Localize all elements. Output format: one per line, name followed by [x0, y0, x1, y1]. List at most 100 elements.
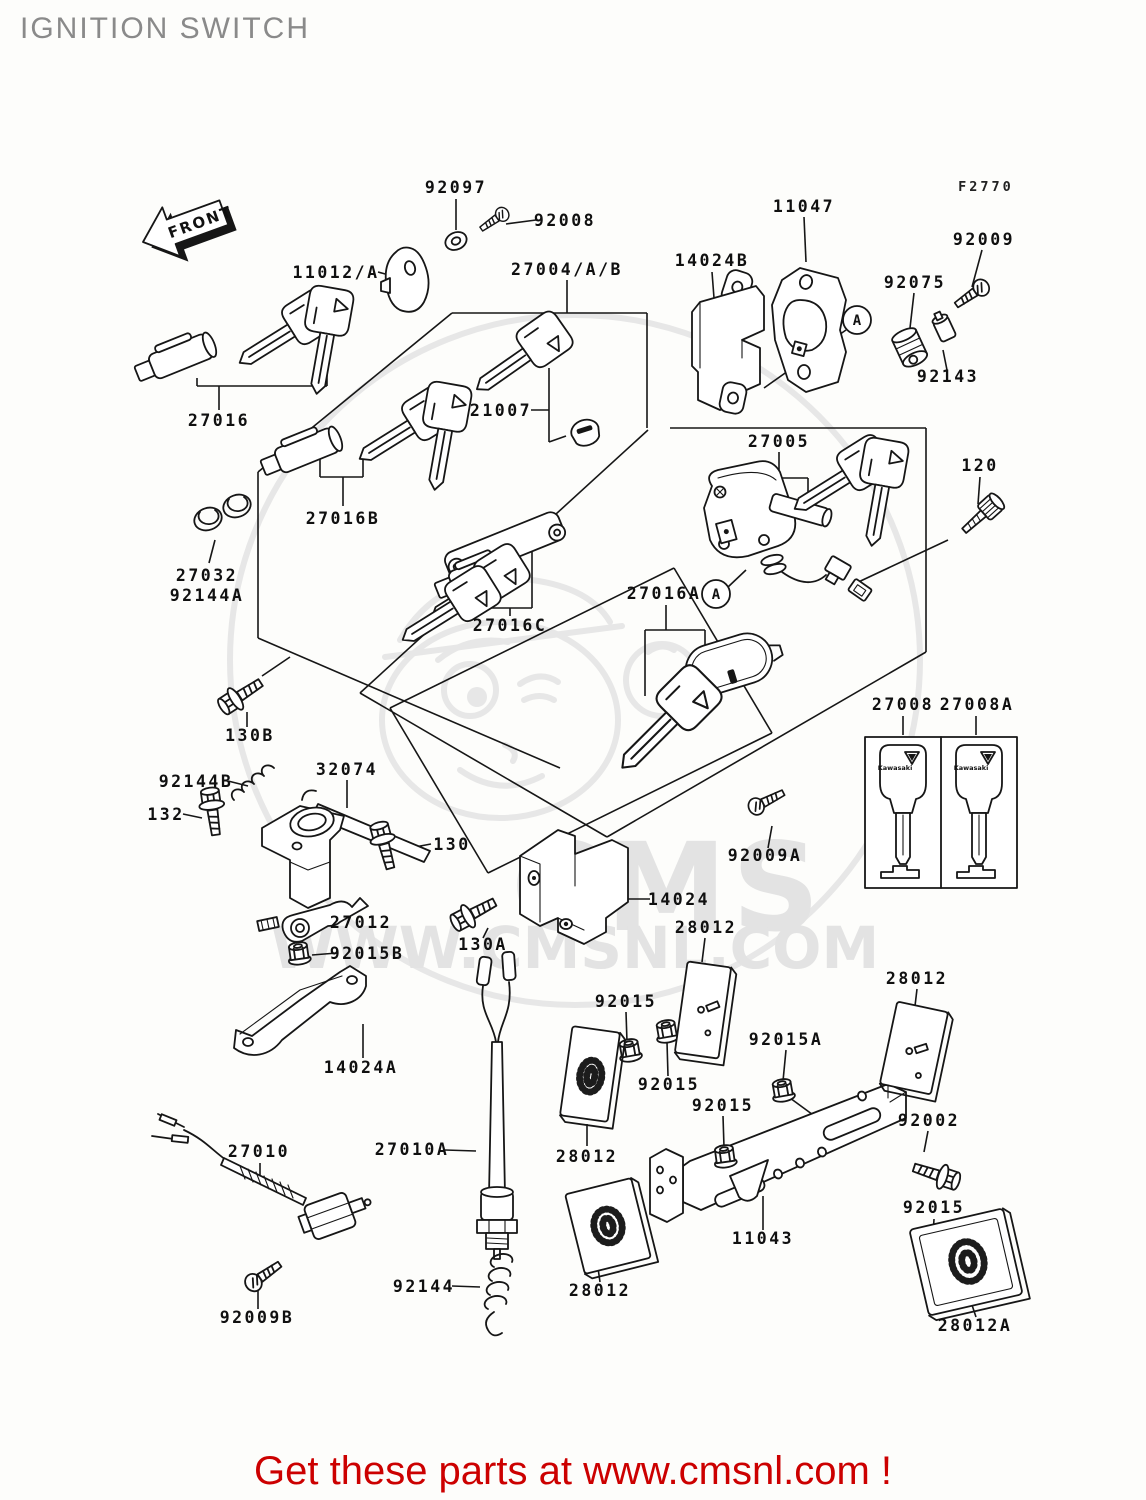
watermark-ring	[227, 312, 923, 1008]
leader-line	[923, 1130, 929, 1153]
part-27016a-art	[601, 632, 784, 785]
part-27005-art	[703, 430, 911, 602]
part-number-label: 92015B	[330, 944, 405, 963]
part-92015-art	[711, 1142, 739, 1170]
part-number-label: 27008	[872, 695, 934, 714]
leader-line	[942, 349, 948, 371]
part-number-label: 92015	[692, 1096, 754, 1115]
footer-banner: Get these parts at www.cmsnl.com !	[254, 1449, 892, 1493]
part-number-label: 92144A	[170, 586, 245, 605]
part-92002-art	[909, 1154, 964, 1195]
part-number-label: 27012	[330, 913, 392, 932]
part-number-label: 132	[147, 805, 184, 824]
part-number-label: 11043	[732, 1229, 794, 1248]
part-number-label: 14024A	[324, 1058, 399, 1077]
part-number-label: 92015	[903, 1198, 965, 1217]
part-number-label: 27008A	[940, 695, 1015, 714]
leader-line	[767, 825, 773, 849]
part-92075-art	[891, 327, 929, 368]
part-number-label: 92144	[393, 1277, 455, 1296]
part-92015-art	[616, 1036, 644, 1065]
part-number-label: 27016B	[306, 509, 381, 528]
part-number-label: 92009A	[728, 846, 803, 865]
key-blank-27008: Kawasaki	[878, 744, 927, 879]
part-11012-art	[380, 246, 430, 313]
part-92143-art	[931, 310, 957, 343]
leader-line	[182, 813, 203, 819]
part-27010-art	[151, 1113, 372, 1240]
part-28012a-art	[909, 1207, 1031, 1322]
part-number-label: 28012	[556, 1147, 618, 1166]
leader-line	[701, 937, 706, 963]
leader-line	[359, 692, 608, 838]
part-92015b-art	[285, 939, 313, 967]
key-blank-27008a: Kawasaki	[954, 744, 1003, 879]
part-132-art	[196, 785, 230, 838]
leader-line	[257, 637, 561, 769]
watermark-mascot-icon	[379, 575, 701, 821]
part-27016b-art	[255, 379, 474, 495]
part-92144b-art	[230, 764, 275, 801]
part-92097-art	[444, 231, 468, 251]
part-number-label: 92009B	[220, 1308, 295, 1327]
part-number-label: 14024	[648, 890, 710, 909]
part-130b-art	[213, 671, 269, 720]
part-11043-art	[649, 1083, 907, 1223]
part-number-label: 92097	[425, 178, 487, 197]
part-28012-art	[878, 1001, 954, 1103]
part-number-label: 32074	[316, 760, 378, 779]
switch-body	[476, 1186, 518, 1260]
part-number-label: 92015A	[749, 1030, 824, 1049]
part-number-label: 130A	[458, 935, 508, 954]
part-number-label: 92009	[953, 230, 1015, 249]
part-number-label: 130	[433, 835, 470, 854]
part-number-label: 92144B	[159, 772, 234, 791]
part-28012-art	[673, 960, 738, 1067]
marker-letter: A	[853, 313, 862, 329]
part-27016-art	[129, 283, 356, 399]
leader-line	[208, 539, 216, 564]
part-120-art	[961, 492, 1006, 534]
part-number-label: 21007	[470, 401, 532, 420]
part-92009-art	[950, 275, 994, 313]
part-number-label: 130B	[225, 726, 275, 745]
leader-line	[444, 1149, 477, 1152]
part-27016c-art	[389, 511, 567, 658]
part-92144-art	[483, 1253, 514, 1310]
part-number-label: 92075	[884, 273, 946, 292]
leader-line	[451, 1285, 481, 1288]
key-blank-brand-text: Kawasaki	[878, 764, 913, 772]
part-92008-art	[476, 204, 513, 236]
marker-circle	[842, 305, 872, 335]
leader-line	[261, 656, 291, 677]
part-14024a-art	[233, 965, 367, 1056]
figure-code: F2770	[958, 179, 1014, 195]
leader-line	[727, 569, 747, 588]
part-number-label: 28012A	[938, 1316, 1013, 1335]
part-92009a-art	[744, 784, 789, 819]
part-number-label: 92008	[534, 211, 596, 230]
part-number-label: 92015	[638, 1075, 700, 1094]
part-27008-blank-cards: Kawasaki Kawasaki	[864, 736, 1018, 889]
part-number-label: 92002	[898, 1111, 960, 1130]
leader-line	[851, 539, 949, 586]
assembly-markers-layer: AA	[701, 305, 872, 609]
part-32074-art	[261, 789, 431, 909]
parts-artwork: FRONT	[129, 199, 1031, 1337]
part-number-label: 28012	[886, 969, 948, 988]
leader-line	[389, 707, 489, 874]
part-28012-art	[559, 1025, 627, 1130]
leader-line	[311, 952, 338, 956]
marker-circle	[701, 579, 731, 609]
part-number-label: 92143	[917, 367, 979, 386]
leader-line	[782, 1049, 787, 1082]
part-92009b-art	[240, 1255, 286, 1296]
leader-line	[227, 780, 249, 787]
leader-line	[971, 249, 983, 288]
leader-line	[803, 216, 807, 263]
leader-line	[722, 1115, 725, 1148]
leader-line	[482, 927, 489, 939]
